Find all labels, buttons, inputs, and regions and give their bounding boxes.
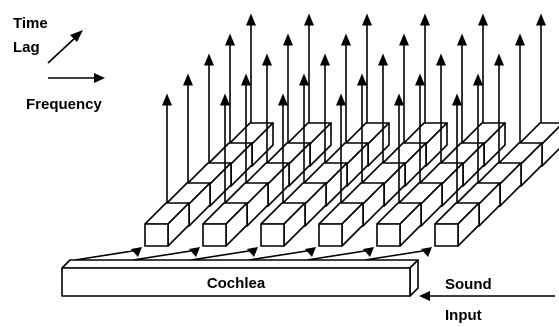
output-arrow-head	[241, 73, 251, 86]
cochlea-label: Cochlea	[207, 275, 266, 292]
delay-box	[144, 93, 190, 247]
cochlea-to-channel-arrow	[364, 247, 432, 261]
cochlea-front-face	[61, 267, 411, 297]
lag-label: Lag	[13, 39, 40, 56]
sound-label: Sound	[445, 276, 492, 293]
output-arrow-head	[262, 53, 272, 66]
cochlea-top-face	[61, 259, 419, 269]
sound-input-arrow	[419, 291, 555, 301]
delay-box	[318, 93, 364, 247]
delay-box	[376, 93, 422, 247]
output-arrow-head	[220, 93, 230, 106]
output-arrow-head	[536, 13, 546, 26]
time-label: Time	[13, 15, 48, 32]
output-arrow-head	[304, 13, 314, 26]
output-arrow-head	[183, 73, 193, 86]
output-arrow-head	[225, 33, 235, 46]
delay-box	[202, 93, 248, 247]
delay-box	[434, 93, 480, 247]
output-arrow-head	[357, 73, 367, 86]
output-arrow-head	[162, 93, 172, 106]
cochlea-to-channel-arrow	[190, 247, 258, 261]
output-arrow-head	[204, 53, 214, 66]
output-arrow-head	[283, 33, 293, 46]
cochlea-to-channel-arrow	[132, 247, 200, 261]
cochlea-to-channel-arrow	[74, 247, 142, 261]
output-arrow-head	[246, 13, 256, 26]
output-arrow-head	[420, 13, 430, 26]
output-arrow-head	[341, 33, 351, 46]
output-arrow-head	[515, 33, 525, 46]
output-arrow-head	[436, 53, 446, 66]
delay-line-grid	[74, 13, 559, 261]
output-arrow-head	[378, 53, 388, 66]
time-lag-axis-arrow	[47, 30, 83, 64]
output-arrow-head	[415, 73, 425, 86]
output-arrow-head	[457, 33, 467, 46]
frequency-axis-arrow	[48, 73, 105, 83]
frequency-label: Frequency	[26, 96, 103, 113]
output-arrow-head	[299, 73, 309, 86]
cochlea-to-channel-arrow	[306, 247, 374, 261]
output-arrow-head	[494, 53, 504, 66]
output-arrow-head	[362, 13, 372, 26]
output-arrow-head	[278, 93, 288, 106]
input-label: Input	[445, 307, 482, 324]
output-arrow-head	[399, 33, 409, 46]
delay-box	[260, 93, 306, 247]
output-arrow-head	[336, 93, 346, 106]
output-arrow-head	[473, 73, 483, 86]
output-arrow-head	[478, 13, 488, 26]
output-arrow-head	[452, 93, 462, 106]
cochlea-to-channel-arrow	[248, 247, 316, 261]
cochlea-block: Cochlea	[61, 259, 419, 297]
output-arrow-head	[320, 53, 330, 66]
output-arrow-head	[394, 93, 404, 106]
